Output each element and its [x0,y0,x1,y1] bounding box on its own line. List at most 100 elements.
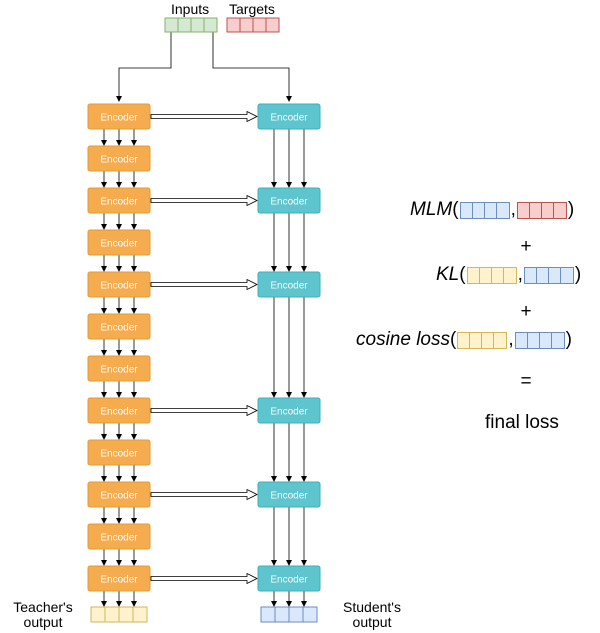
plus-sign-1: + [520,236,532,257]
teacher-encoder-box [87,229,151,256]
teacher-encoder: Encoder [87,103,151,130]
targets-vector [226,17,280,33]
student-encoder-label: Encoder [270,407,308,418]
teacher-encoder-label: Encoder [100,533,138,544]
student-encoder: Encoder [257,565,321,592]
mlm-open-paren: ( [452,199,459,220]
teacher-encoder-label: Encoder [100,239,138,250]
init-arrow [150,278,258,291]
targets-label: Targets [229,1,275,17]
student-encoder-box [257,397,321,424]
teacher-encoder-label: Encoder [100,365,138,376]
blocks: EncoderEncoderEncoderEncoderEncoderEncod… [87,17,321,623]
cosine-term: cosine loss ( , ) [356,329,572,351]
teacher-output-label: Teacher's output [6,600,80,629]
cosine-teacher-vector [457,331,508,349]
teacher-encoder: Encoder [87,397,151,424]
final-loss-label: final loss [485,412,559,433]
teacher-encoder-label: Encoder [100,407,138,418]
kl-close-paren: ) [574,264,582,285]
student-encoder: Encoder [257,481,321,508]
teacher-encoder: Encoder [87,229,151,256]
teacher-encoder: Encoder [87,313,151,340]
init-arrow [150,110,258,123]
teacher-output-label-line1: Teacher's [13,599,73,615]
teacher-encoder-box [87,565,151,592]
input-to-teacher-edge [116,32,172,102]
cosine-open-paren: ( [450,329,457,350]
init-arrow [150,572,258,585]
inputs-vector [164,17,218,33]
teacher-encoder-label: Encoder [100,323,138,334]
teacher-encoder-label: Encoder [100,281,138,292]
teacher-encoder-box [87,145,151,172]
teacher-encoder: Encoder [87,439,151,466]
student-encoder-box [257,481,321,508]
student-output-label: Student's output [334,600,410,629]
teacher-output-vector [90,606,148,623]
input-to-student-edge [212,32,292,102]
student-encoder: Encoder [257,187,321,214]
kl-comma: , [517,264,523,285]
kl-teacher-vector [466,266,517,284]
kl-term-name: KL [436,264,460,285]
init-arrow [150,194,258,207]
teacher-encoder-label: Encoder [100,197,138,208]
teacher-encoder-box [87,439,151,466]
kl-open-paren: ( [459,264,466,285]
kl-student-vector [523,266,574,284]
student-encoder-label: Encoder [270,575,308,586]
mlm-comma: , [510,199,516,220]
init-arrow [150,488,258,501]
teacher-encoder: Encoder [87,523,151,550]
teacher-encoder-label: Encoder [100,155,138,166]
student-output-label-line2: output [352,613,392,630]
mlm-term: MLM ( , ) [410,199,574,221]
mlm-term-name: MLM [410,199,453,220]
student-encoder-label: Encoder [270,491,308,502]
mlm-close-paren: ) [567,199,575,220]
teacher-encoder-label: Encoder [100,449,138,460]
teacher-encoder-label: Encoder [100,575,138,586]
teacher-encoder-box [87,355,151,382]
teacher-encoder-box [87,481,151,508]
student-output-label-line1: Student's [343,599,401,615]
teacher-encoder-box [87,103,151,130]
student-encoder: Encoder [257,397,321,424]
kl-term: KL ( , ) [436,264,581,286]
student-encoder-box [257,271,321,298]
teacher-output-label-line2: output [23,613,63,630]
teacher-encoder: Encoder [87,271,151,298]
teacher-encoder-box [87,523,151,550]
teacher-encoder-box [87,313,151,340]
cosine-comma: , [508,329,514,350]
teacher-encoder: Encoder [87,565,151,592]
equals-sign: = [520,371,532,392]
student-encoder-label: Encoder [270,113,308,124]
student-encoder-box [257,103,321,130]
teacher-encoder: Encoder [87,145,151,172]
teacher-encoder: Encoder [87,481,151,508]
cosine-term-name: cosine loss [356,329,450,350]
student-encoder-box [257,565,321,592]
init-arrow [150,404,258,417]
teacher-encoder: Encoder [87,187,151,214]
inputs-label: Inputs [171,1,210,17]
teacher-encoder: Encoder [87,355,151,382]
student-encoder-label: Encoder [270,197,308,208]
student-encoder-box [257,187,321,214]
teacher-encoder-box [87,397,151,424]
mlm-target-vector [516,201,567,219]
student-output-vector [260,606,318,623]
teacher-encoder-label: Encoder [100,113,138,124]
teacher-encoder-box [87,271,151,298]
student-encoder-label: Encoder [270,281,308,292]
student-encoder: Encoder [257,103,321,130]
teacher-encoder-label: Encoder [100,491,138,502]
cosine-student-vector [514,331,565,349]
connections [101,32,307,607]
mlm-student-vector [459,201,510,219]
plus-sign-2: + [520,301,532,322]
teacher-encoder-box [87,187,151,214]
